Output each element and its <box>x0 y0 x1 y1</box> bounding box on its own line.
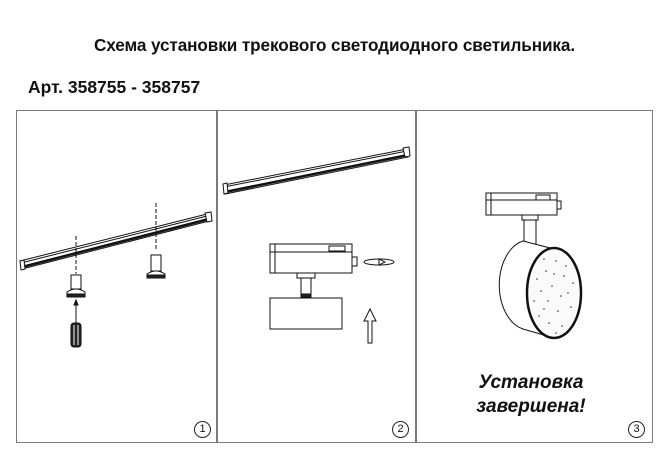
track-rail-mounting-icon <box>19 203 213 348</box>
track-adapter-insert-icon <box>222 146 411 344</box>
completion-caption-line-1: Установка <box>478 372 584 393</box>
installed-spotlight-icon <box>485 192 583 340</box>
article-numbers: Арт. 358755 - 358757 <box>28 77 201 97</box>
step-2-panel: 2 <box>217 111 415 442</box>
step-number-2: 2 <box>392 421 409 438</box>
completion-caption: Установка завершена! <box>456 371 606 419</box>
document-title: Схема установки трекового светодиодного … <box>93 35 575 55</box>
panel-divider <box>216 111 218 442</box>
step-number-1: 1 <box>194 421 211 438</box>
instructions-frame: 1 <box>16 110 653 443</box>
step-number-3: 3 <box>628 421 645 438</box>
panel-divider <box>415 111 417 442</box>
step-1-panel: 1 <box>17 111 217 442</box>
step-3-panel: Установка завершена! 3 <box>416 111 654 442</box>
completion-caption-line-2: завершена! <box>476 396 586 417</box>
